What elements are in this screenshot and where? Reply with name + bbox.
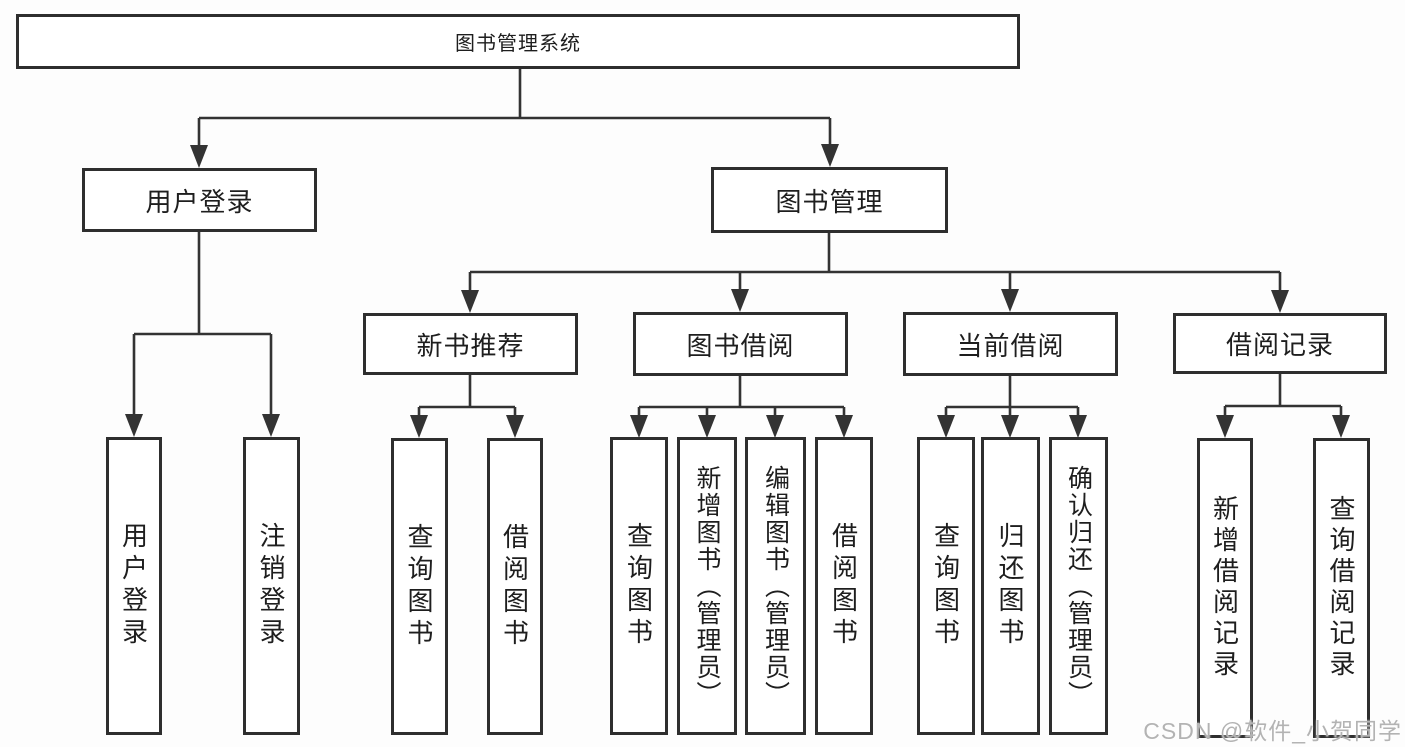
node-logout: 注销登录	[243, 437, 300, 735]
connector-userlogin-to-leaves	[125, 232, 280, 437]
node-root: 图书管理系统	[16, 14, 1020, 69]
node-query-books-borrowing-label: 查询图书	[623, 522, 654, 650]
node-confirm-return-admin-label: 确认归还（管理员）	[1064, 464, 1093, 708]
node-borrow-books-recommend-label: 借阅图书	[499, 522, 530, 651]
node-query-borrowing-record: 查询借阅记录	[1313, 438, 1370, 738]
node-borrow-books-borrowing: 借阅图书	[815, 437, 873, 735]
node-book-borrowing: 图书借阅	[633, 312, 848, 376]
node-confirm-return-admin: 确认归还（管理员）	[1049, 437, 1108, 735]
connector-bookmgmt-to-level3	[461, 233, 1289, 313]
connector-borrowing-to-leaves	[630, 376, 853, 438]
node-borrow-books-recommend: 借阅图书	[487, 438, 543, 735]
node-add-borrowing-record: 新增借阅记录	[1197, 438, 1253, 738]
node-borrowing-records: 借阅记录	[1173, 313, 1387, 374]
node-book-management: 图书管理	[711, 167, 948, 233]
node-root-label: 图书管理系统	[455, 33, 581, 55]
node-user-login-group-label: 用户登录	[145, 186, 254, 217]
node-book-management-label: 图书管理	[775, 186, 884, 217]
connector-current-to-leaves	[937, 376, 1087, 438]
node-query-borrowing-record-label: 查询借阅记录	[1326, 495, 1356, 681]
connector-root-to-level2	[190, 69, 839, 168]
node-return-books-label: 归还图书	[995, 522, 1025, 650]
node-return-books: 归还图书	[981, 437, 1040, 735]
node-new-book-recommend: 新书推荐	[363, 313, 578, 375]
node-query-books-borrowing: 查询图书	[610, 437, 668, 735]
node-borrow-books-borrowing-label: 借阅图书	[828, 522, 859, 650]
node-borrowing-records-label: 借阅记录	[1225, 330, 1334, 360]
node-user-login-label: 用户登录	[118, 522, 149, 650]
node-query-books-current: 查询图书	[917, 437, 975, 735]
node-current-borrowing-label: 当前借阅	[956, 330, 1065, 361]
csdn-watermark: CSDN @软件_小贺同学	[1143, 718, 1402, 744]
node-user-login: 用户登录	[106, 437, 162, 735]
node-edit-books-admin-label: 编辑图书（管理员）	[761, 464, 790, 708]
node-query-books-recommend-label: 查询图书	[404, 522, 434, 651]
connector-recommend-to-leaves	[410, 375, 524, 438]
node-query-books-current-label: 查询图书	[930, 522, 961, 650]
node-book-borrowing-label: 图书借阅	[686, 330, 795, 361]
node-add-books-admin: 新增图书（管理员）	[677, 437, 737, 735]
node-edit-books-admin: 编辑图书（管理员）	[745, 437, 806, 735]
node-logout-label: 注销登录	[256, 522, 286, 650]
node-add-books-admin-label: 新增图书（管理员）	[693, 464, 721, 708]
node-user-login-group: 用户登录	[82, 168, 317, 232]
connector-records-to-leaves	[1216, 374, 1350, 438]
node-new-book-recommend-label: 新书推荐	[416, 330, 525, 361]
node-query-books-recommend: 查询图书	[391, 438, 448, 735]
node-add-borrowing-record-label: 新增借阅记录	[1209, 495, 1240, 681]
node-current-borrowing: 当前借阅	[903, 312, 1118, 376]
